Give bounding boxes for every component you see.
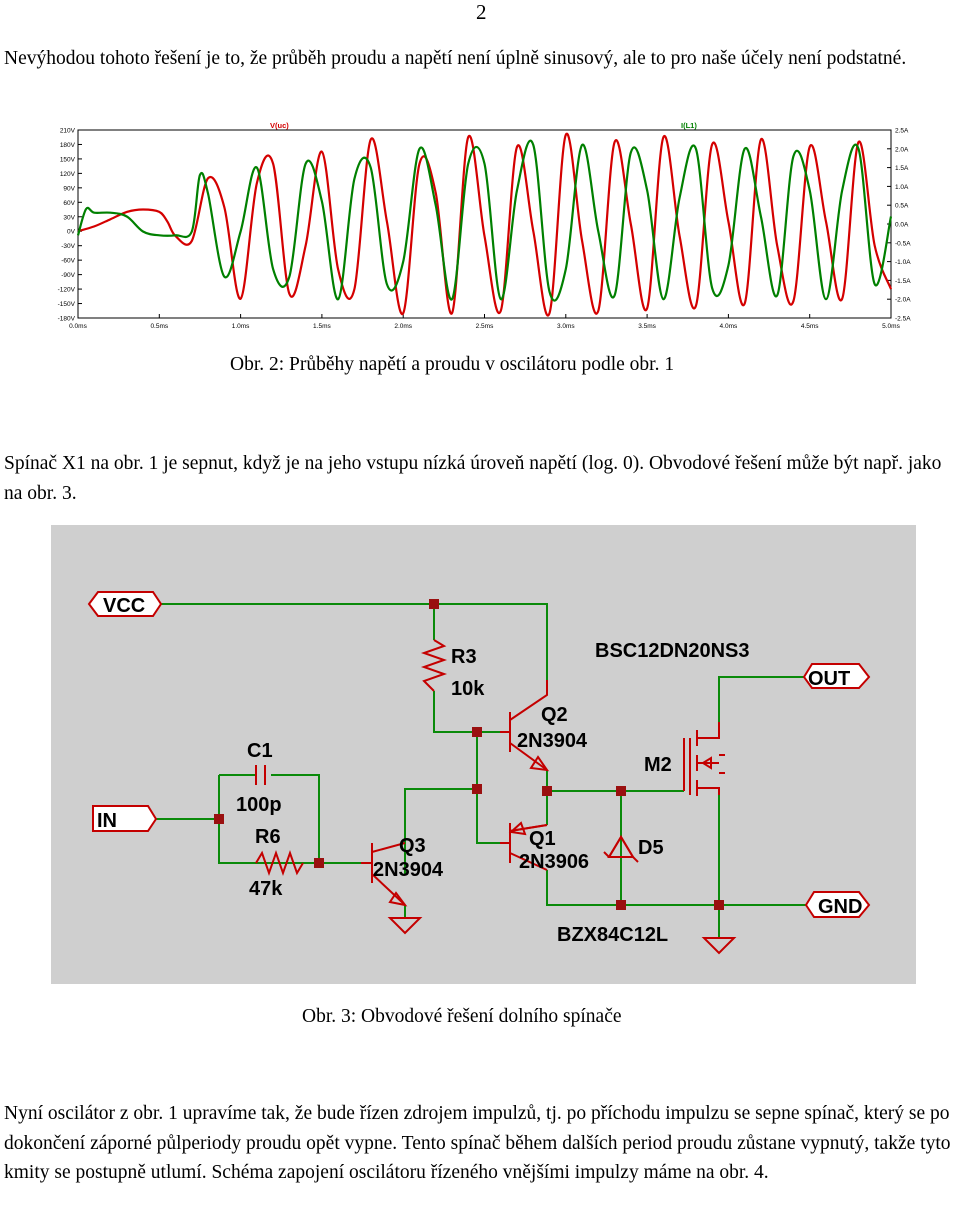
y-right-tick-label: 1.0A <box>895 184 909 191</box>
paragraph-intro: Nevýhodou tohoto řešení je to, že průběh… <box>4 48 907 69</box>
x-tick-label: 1.5ms <box>313 323 331 330</box>
r6-ref: R6 <box>255 826 281 848</box>
y-right-tick-label: 0.5A <box>895 203 909 210</box>
r6-value: 47k <box>249 878 283 900</box>
c1-value: 100p <box>236 794 282 816</box>
x-tick-label: 1.0ms <box>232 323 250 330</box>
y-left-tick-label: 60V <box>63 200 75 207</box>
d5-ref: D5 <box>638 837 664 859</box>
y-right-tick-label: -1.0A <box>895 259 911 266</box>
schematic-labels: VCC IN OUT GND R3 10k C1 100p R6 47k Q2 … <box>97 595 862 946</box>
y-right-tick-label: 2.5A <box>895 128 909 135</box>
y-left-tick-label: 210V <box>60 128 76 135</box>
y-left-axis: 210V 180V 150V 120V 90V 60V 30V 0V -30V -60V -90V -… <box>58 128 82 323</box>
y-right-tick-label: -2.5A <box>895 316 911 323</box>
components <box>255 639 725 907</box>
y-left-tick-label: -120V <box>58 287 76 294</box>
x-tick-label: 5.0ms <box>882 323 900 330</box>
x-tick-label: 2.0ms <box>394 323 412 330</box>
legend-current: I(L1) <box>681 121 697 130</box>
q3-model: 2N3904 <box>373 859 444 881</box>
q1-model: 2N3906 <box>519 851 589 873</box>
y-left-tick-label: 90V <box>63 185 75 192</box>
y-left-tick-label: -180V <box>58 316 76 323</box>
q3-transistor-symbol <box>361 842 408 907</box>
r3-ref: R3 <box>451 646 477 668</box>
figure-2-caption: Obr. 2: Průběhy napětí a proudu v oscilá… <box>230 354 675 375</box>
paragraph-switch: Spínač X1 na obr. 1 je sepnut, když je n… <box>4 453 942 504</box>
gnd-label: GND <box>818 896 862 918</box>
gnd-port <box>804 891 871 918</box>
ground-icon <box>701 937 737 955</box>
r3-resistor-symbol <box>420 639 448 692</box>
m2-model: BSC12DN20NS3 <box>595 640 750 662</box>
x-tick-label: 2.5ms <box>476 323 494 330</box>
waveform-plot: 210V 180V 150V 120V 90V 60V 30V 0V -30V -60V -90V -… <box>40 118 920 332</box>
vcc-port <box>87 591 163 617</box>
x-tick-label: 4.0ms <box>720 323 738 330</box>
y-left-tick-label: 0V <box>67 229 76 236</box>
schematic-background <box>51 525 916 984</box>
m2-mosfet-symbol <box>683 722 725 796</box>
out-port <box>802 663 871 689</box>
q2-ref: Q2 <box>541 704 568 726</box>
circuit-schematic: VCC IN OUT GND R3 10k C1 100p R6 47k Q2 … <box>51 525 916 984</box>
y-right-tick-label: 1.5A <box>895 165 909 172</box>
series-current-line <box>76 139 893 302</box>
ground-icon <box>387 917 423 935</box>
y-left-tick-label: -150V <box>58 301 76 308</box>
x-tick-label: 3.5ms <box>638 323 656 330</box>
in-port <box>92 805 158 832</box>
q2-transistor-symbol <box>500 680 550 772</box>
y-left-tick-label: 150V <box>60 156 76 163</box>
vcc-label: VCC <box>103 595 145 617</box>
port-flags <box>87 591 871 918</box>
y-right-tick-label: -0.5A <box>895 240 911 247</box>
y-right-tick-label: -2.0A <box>895 297 911 304</box>
d5-model: BZX84C12L <box>557 924 668 946</box>
figure-3-caption: Obr. 3: Obvodové řešení dolního spínače <box>302 1006 622 1027</box>
y-right-tick-label: 2.0A <box>895 146 909 153</box>
r6-resistor-symbol <box>255 849 304 877</box>
y-left-tick-label: 120V <box>60 171 76 178</box>
x-axis: 0.0ms 0.5ms 1.0ms 1.5ms 2.0ms 2.5ms 3.0ms 3.5ms… <box>69 314 901 330</box>
x-tick-label: 3.0ms <box>557 323 575 330</box>
junctions <box>214 599 724 910</box>
legend-voltage: V(uc) <box>270 121 289 130</box>
in-label: IN <box>97 810 117 832</box>
m2-ref: M2 <box>644 754 672 776</box>
q3-ref: Q3 <box>399 835 426 857</box>
c1-capacitor-symbol <box>255 765 266 785</box>
out-label: OUT <box>808 668 850 690</box>
x-tick-label: 0.0ms <box>69 323 87 330</box>
y-left-tick-label: -90V <box>61 272 75 279</box>
x-tick-label: 4.5ms <box>801 323 819 330</box>
y-right-tick-label: -1.5A <box>895 278 911 285</box>
y-left-tick-label: -60V <box>61 258 75 265</box>
q1-ref: Q1 <box>529 828 556 850</box>
r3-value: 10k <box>451 678 485 700</box>
y-right-axis: 2.5A 2.0A 1.5A 1.0A 0.5A 0.0A -0.5A -1.0A -1.5A -… <box>887 128 911 323</box>
d5-zener-symbol <box>603 835 639 863</box>
x-tick-label: 0.5ms <box>150 323 168 330</box>
y-left-tick-label: 180V <box>60 142 76 149</box>
paragraph-oscillator: Nyní oscilátor z obr. 1 upravíme tak, že… <box>4 1103 951 1183</box>
y-right-tick-label: 0.0A <box>895 222 909 229</box>
ground-symbols <box>387 917 737 955</box>
page-number: 2 <box>476 0 487 24</box>
c1-ref: C1 <box>247 740 273 762</box>
y-left-tick-label: -30V <box>61 243 75 250</box>
q1-transistor-symbol <box>500 821 548 871</box>
q2-model: 2N3904 <box>517 730 588 752</box>
y-left-tick-label: 30V <box>63 214 75 221</box>
